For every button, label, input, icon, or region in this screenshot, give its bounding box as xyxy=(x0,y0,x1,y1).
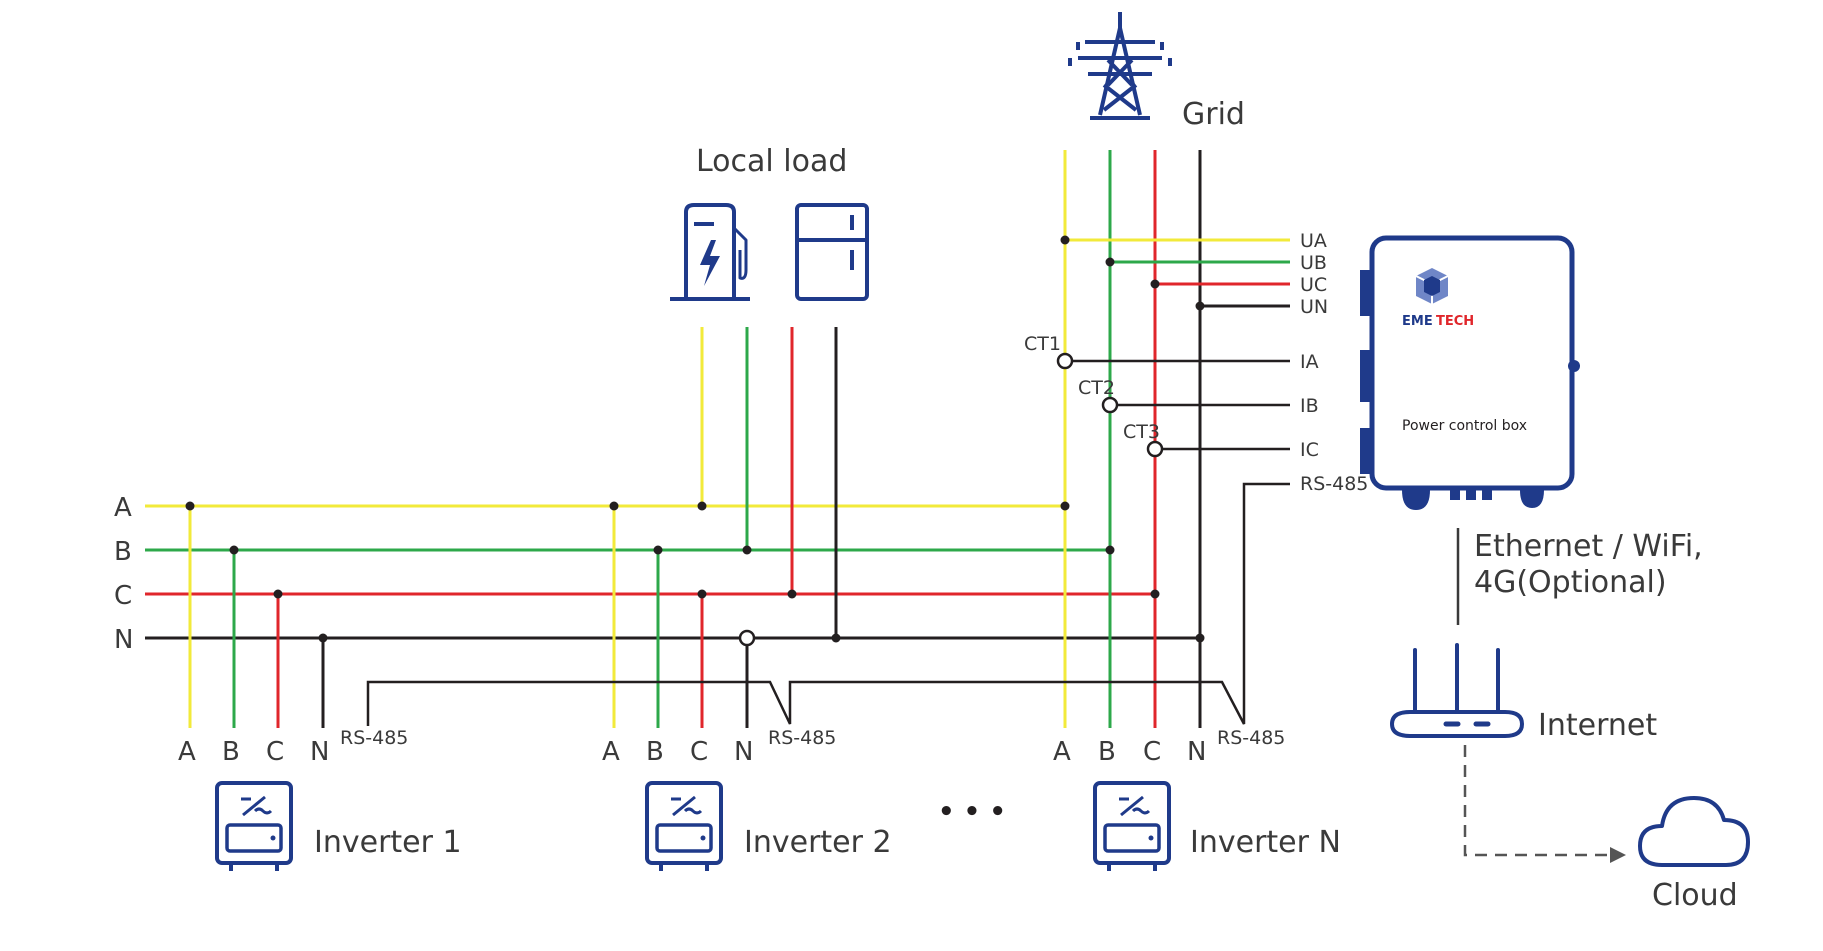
ct3-label: CT3 xyxy=(1123,421,1160,443)
uc-label: UC xyxy=(1300,274,1327,296)
junction-dots xyxy=(185,235,1205,643)
bus-c-label: C xyxy=(114,581,132,611)
bus-n-label: N xyxy=(114,625,133,655)
internet-label: Internet xyxy=(1538,708,1657,743)
terminal-rs485: RS-485 xyxy=(1217,727,1285,749)
terminal-b: B xyxy=(222,737,240,767)
rs485-box-label: RS-485 xyxy=(1300,473,1368,495)
inverter-n-label: Inverter N xyxy=(1190,825,1341,860)
voltage-taps xyxy=(1065,238,1290,308)
ua-label: UA xyxy=(1300,230,1327,252)
ic-label: IC xyxy=(1300,439,1319,461)
terminal-b: B xyxy=(1098,737,1116,767)
ct2-sensor xyxy=(1101,396,1119,414)
inverter-1-terminals: A B C N RS-485 xyxy=(178,727,408,767)
neutral-crossing xyxy=(738,629,756,647)
bus-a-label: A xyxy=(114,493,132,523)
terminal-b: B xyxy=(646,737,664,767)
grid-drops xyxy=(1063,150,1202,728)
ct1-label: CT1 xyxy=(1024,333,1061,355)
terminal-n: N xyxy=(1187,737,1206,767)
cloud-label: Cloud xyxy=(1652,878,1738,913)
ct1-sensor xyxy=(1056,352,1074,370)
terminal-c: C xyxy=(266,737,284,767)
terminal-c: C xyxy=(690,737,708,767)
ib-label: IB xyxy=(1300,395,1319,417)
ia-label: IA xyxy=(1300,351,1319,373)
inverter-2-icon xyxy=(645,781,723,873)
terminal-c: C xyxy=(1143,737,1161,767)
box-clamp xyxy=(1360,270,1374,316)
terminal-n: N xyxy=(310,737,329,767)
inverter-2-drops xyxy=(612,506,749,728)
inverter-2-terminals: A B C N RS-485 xyxy=(602,727,836,767)
inverter-1-label: Inverter 1 xyxy=(314,825,462,860)
load-drops xyxy=(700,327,838,638)
ub-label: UB xyxy=(1300,252,1327,274)
bus-b-label: B xyxy=(114,537,132,567)
arrow-icon xyxy=(1610,847,1626,863)
grid-label: Grid xyxy=(1182,97,1245,132)
box-clamp xyxy=(1360,350,1374,402)
terminal-a: A xyxy=(1053,737,1071,767)
eme-tech-logo: EME TECH xyxy=(1402,268,1474,329)
terminal-n: N xyxy=(734,737,753,767)
bus-bar xyxy=(145,504,1200,640)
terminal-a: A xyxy=(178,737,196,767)
ellipsis: • • • xyxy=(938,797,1006,827)
local-load-label: Local load xyxy=(696,144,847,179)
refrigerator-icon xyxy=(795,203,869,301)
terminal-a: A xyxy=(602,737,620,767)
ethernet-line2: 4G(Optional) xyxy=(1474,565,1667,600)
inverter-n-icon xyxy=(1093,781,1171,873)
inverter-1-drops xyxy=(188,506,325,728)
cloud-link xyxy=(1463,745,1610,857)
box-clamp xyxy=(1360,428,1374,474)
ethernet-line1: Ethernet / WiFi, xyxy=(1474,529,1703,564)
terminal-rs485: RS-485 xyxy=(340,727,408,749)
inverter-n-terminals: A B C N RS-485 xyxy=(1053,727,1285,767)
power-control-box xyxy=(1360,235,1580,510)
un-label: UN xyxy=(1300,296,1328,318)
power-control-box-caption: Power control box xyxy=(1402,418,1527,434)
brand-tech-text: TECH xyxy=(1436,314,1474,329)
rs485-chain xyxy=(366,482,1290,726)
current-taps xyxy=(1065,359,1290,451)
inverter-1-icon xyxy=(215,781,293,873)
terminal-rs485: RS-485 xyxy=(768,727,836,749)
ct2-label: CT2 xyxy=(1078,377,1115,399)
cloud-icon xyxy=(1638,796,1750,867)
power-tower-icon xyxy=(1068,12,1172,120)
inverter-2-label: Inverter 2 xyxy=(744,825,892,860)
ct3-sensor xyxy=(1146,440,1164,458)
router-icon xyxy=(1390,643,1524,738)
ev-charger-icon xyxy=(670,203,750,301)
brand-eme-text: EME xyxy=(1402,314,1433,329)
